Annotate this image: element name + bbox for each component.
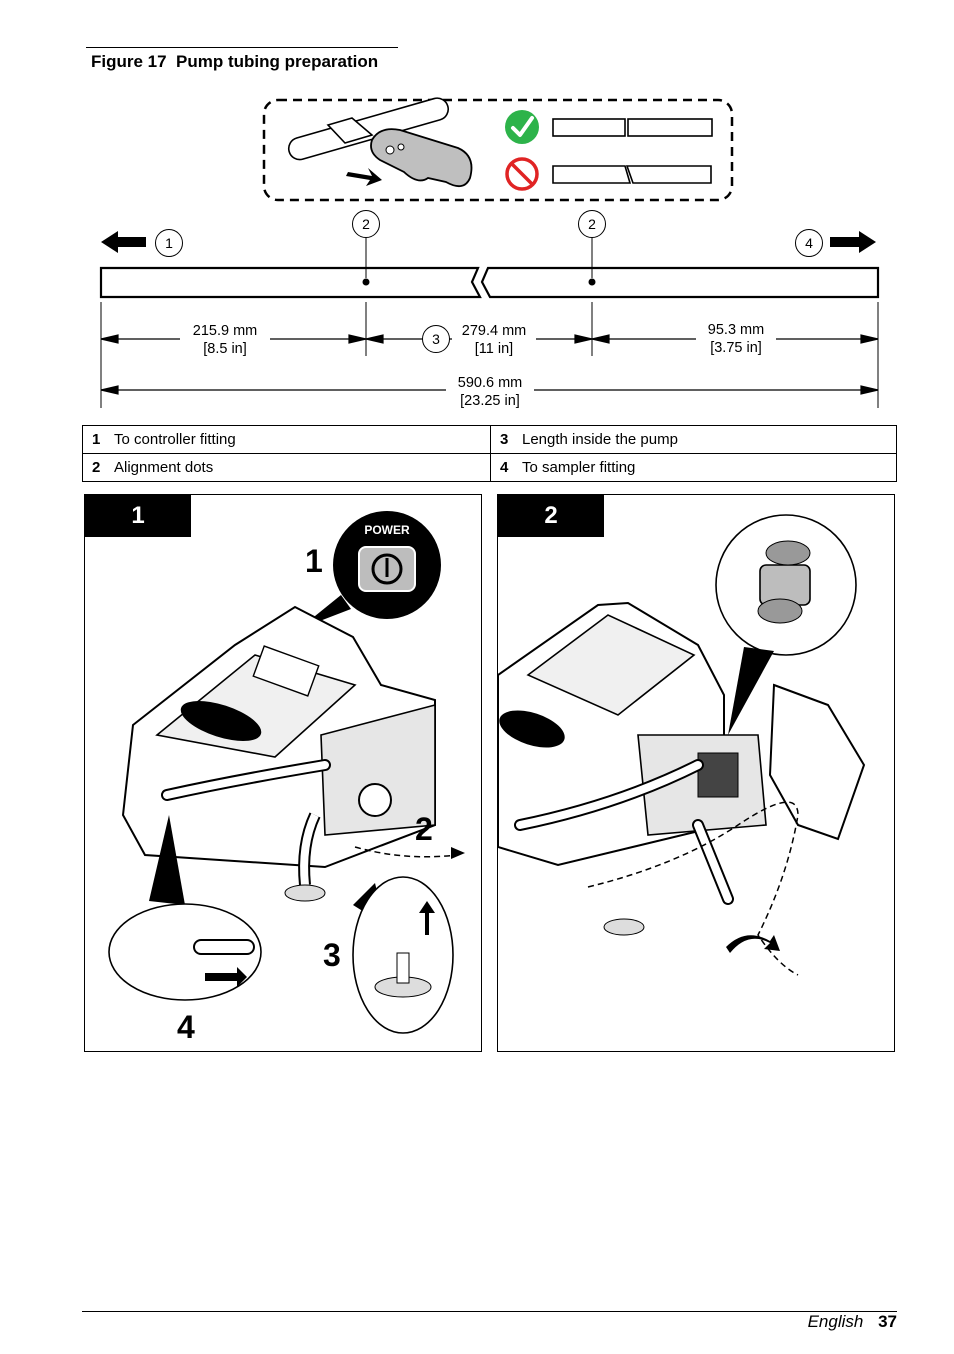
dimension-label-pump: 279.4 mm[11 in] xyxy=(452,322,536,358)
check-icon xyxy=(505,110,539,144)
sampler-arrow-icon xyxy=(830,231,876,253)
utility-knife-icon xyxy=(287,97,473,188)
figure-label: Figure 17 xyxy=(91,52,167,71)
angled-cut-tube-b xyxy=(625,165,712,184)
figure-caption: Pump tubing preparation xyxy=(176,52,379,71)
dimension-label-total: 590.6 mm[23.25 in] xyxy=(446,374,534,410)
sub-step-label: 3 xyxy=(323,937,341,973)
page-number: 37 xyxy=(878,1312,897,1331)
tubing-right xyxy=(480,266,880,299)
step-panel-2: 2 xyxy=(497,494,895,1052)
power-label: POWER xyxy=(364,523,410,537)
tubing-left xyxy=(99,266,482,299)
callout-alignment-dot-right: 2 xyxy=(578,210,606,238)
callout-sampler-fitting: 4 xyxy=(795,229,823,257)
callout-controller-fitting: 1 xyxy=(155,229,183,257)
callout-alignment-dot-left: 2 xyxy=(352,210,380,238)
cutting-inset-box xyxy=(262,98,734,202)
alignment-dot-right xyxy=(588,278,596,286)
step-number-badge: 1 xyxy=(85,495,191,537)
figure-title-rule xyxy=(86,47,398,48)
dimension-label-controller: 215.9 mm[8.5 in] xyxy=(180,322,270,358)
callout-length-inside-pump: 3 xyxy=(422,325,450,353)
sub-step-label: 4 xyxy=(177,1009,195,1045)
step-number-badge: 2 xyxy=(498,495,604,537)
sub-step-label: 2 xyxy=(415,811,433,847)
angled-cut-tube-a xyxy=(552,165,632,184)
step-panel-1: 1 POWER 1 2 3 4 xyxy=(84,494,482,1052)
footer-rule xyxy=(82,1311,897,1312)
pump-tubing-install-illustration xyxy=(498,514,866,976)
page-footer: English 37 xyxy=(808,1312,897,1332)
footer-language: English xyxy=(807,1312,864,1331)
tubing-diagram xyxy=(99,97,880,408)
sampler-power-illustration xyxy=(108,511,465,1034)
sub-step-label: 1 xyxy=(305,543,323,579)
straight-cut-tube-b xyxy=(627,118,713,137)
figure-title: Figure 17 Pump tubing preparation xyxy=(91,52,378,72)
alignment-dot-left xyxy=(362,278,370,286)
straight-cut-tube-a xyxy=(552,118,626,137)
dimension-label-sampler: 95.3 mm[3.75 in] xyxy=(696,321,776,357)
controller-arrow-icon xyxy=(101,231,146,253)
prohibited-icon xyxy=(505,157,539,191)
